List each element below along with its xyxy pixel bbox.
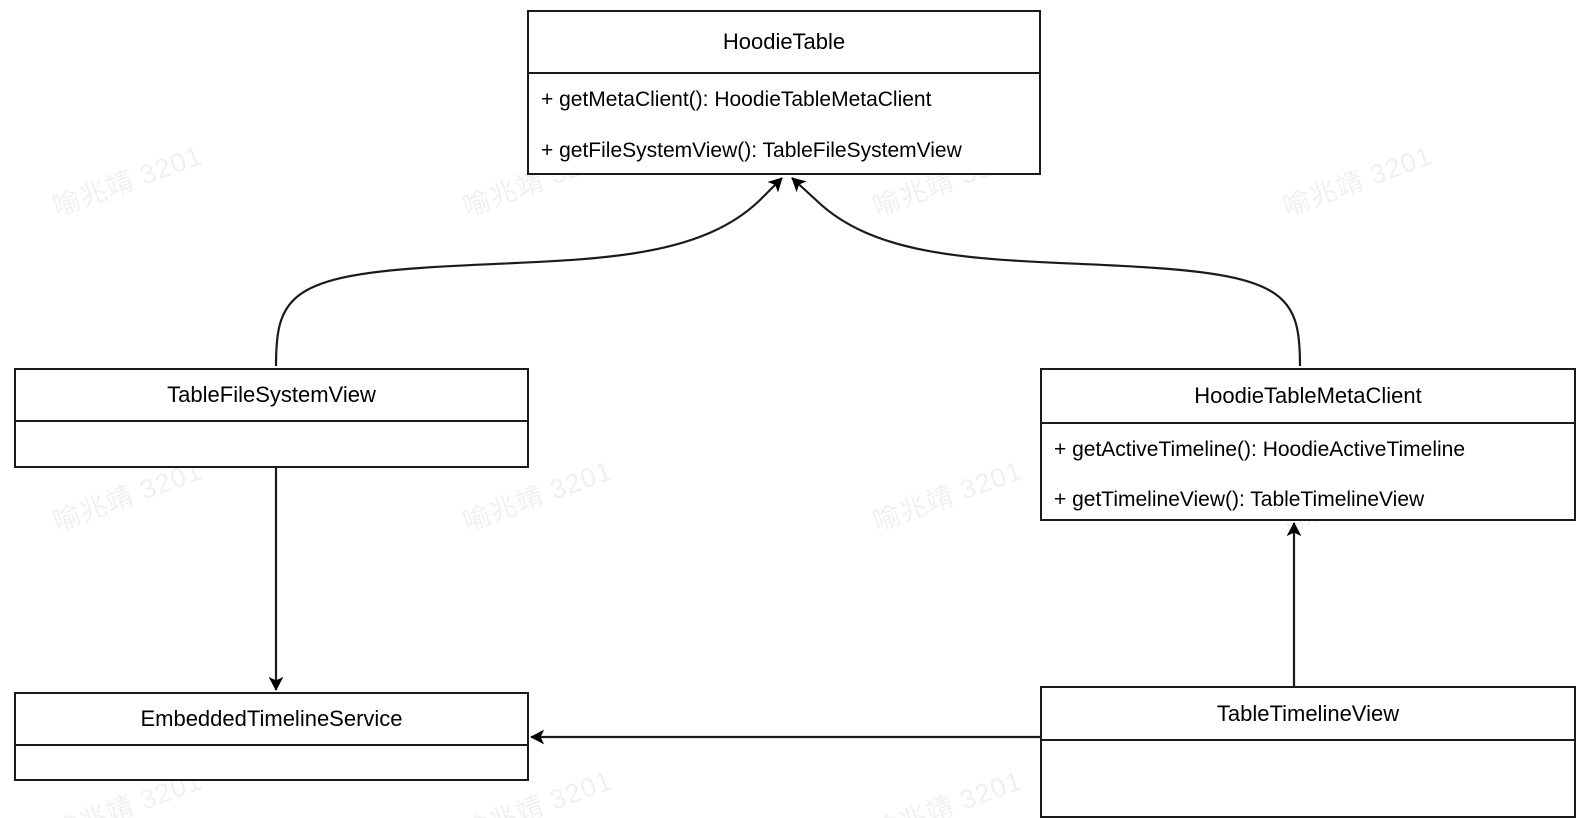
edge-filesystemview-to-hoodietable: [274, 177, 783, 367]
class-members-hoodie-table: + getMetaClient(): HoodieTableMetaClient…: [529, 72, 1039, 176]
class-member: + getTimelineView(): TableTimelineView: [1054, 487, 1425, 511]
class-box-embedded-timeline-service[interactable]: EmbeddedTimelineService: [14, 692, 529, 781]
class-name-table-file-system-view: TableFileSystemView: [167, 382, 376, 407]
class-name-embedded-timeline-service: EmbeddedTimelineService: [140, 706, 403, 731]
class-member: + getMetaClient(): HoodieTableMetaClient: [541, 88, 932, 111]
watermark-text: 喻兆靖 3201: [869, 455, 1027, 538]
class-members-embedded-timeline-service: [16, 744, 527, 782]
watermark-text: 喻兆靖 3201: [1279, 140, 1437, 223]
watermark-text: 喻兆靖 3201: [869, 765, 1027, 818]
watermark-text: 喻兆靖 3201: [49, 140, 207, 223]
class-members-table-file-system-view: [16, 420, 527, 468]
class-name-hoodie-table-meta-client: HoodieTableMetaClient: [1194, 383, 1422, 408]
class-members-hoodie-table-meta-client: + getActiveTimeline(): HoodieActiveTimel…: [1042, 422, 1574, 524]
class-member: + getFileSystemView(): TableFileSystemVi…: [541, 139, 962, 162]
class-name-hoodie-table: HoodieTable: [722, 29, 846, 54]
class-name-table-timeline-view: TableTimelineView: [1216, 700, 1400, 726]
edge-metaclient-to-hoodietable: [791, 177, 1302, 367]
class-box-table-timeline-view[interactable]: TableTimelineView: [1040, 686, 1576, 818]
class-member: + getActiveTimeline(): HoodieActiveTimel…: [1054, 437, 1466, 461]
class-box-hoodie-table-meta-client[interactable]: HoodieTableMetaClient + getActiveTimelin…: [1040, 368, 1576, 521]
class-box-hoodie-table[interactable]: HoodieTable + getMetaClient(): HoodieTab…: [527, 10, 1041, 175]
class-members-table-timeline-view: [1042, 739, 1574, 818]
class-box-table-file-system-view[interactable]: TableFileSystemView: [14, 368, 529, 468]
